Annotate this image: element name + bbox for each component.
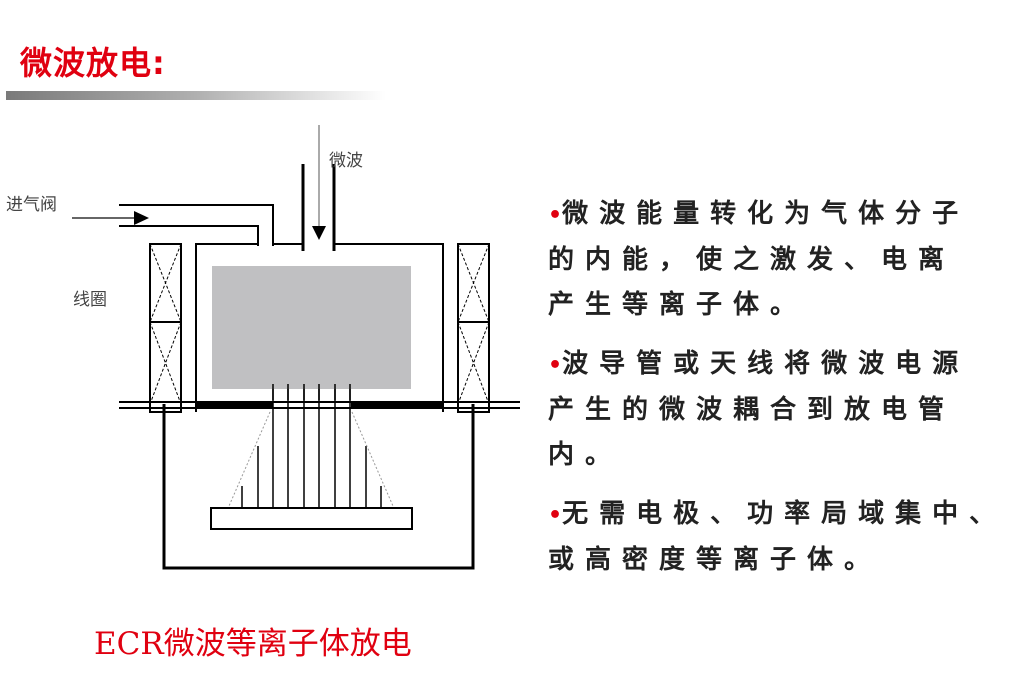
diagram-caption: ECR微波等离子体放电 (94, 626, 412, 662)
bullet-text: 产生等离子体。 (548, 290, 808, 320)
lower-chamber (162, 404, 475, 570)
label-coil: 线圈 (73, 290, 107, 310)
bullet-text: 产生的微波耦合到放电管 (548, 395, 956, 425)
coil-right (457, 243, 490, 413)
slide-title: 微波放电: (20, 44, 166, 82)
title-divider (6, 91, 386, 100)
plasma-boundary (228, 411, 394, 507)
coil-left (149, 243, 182, 413)
gas-arrowhead (134, 211, 149, 225)
bullet-item: •波导管或天线将微波电源 产生的微波耦合到放电管 内。 (548, 342, 1012, 478)
field-lines (241, 384, 382, 508)
bullet-dot: • (548, 353, 563, 378)
bullet-text: 或高密度等离子体。 (548, 545, 882, 575)
gas-inlet-upper (119, 204, 274, 246)
bullet-text: 的内能，使之激发、电离 (548, 245, 956, 275)
chamber-right-top (334, 243, 444, 412)
bullet-text: 无需电极、功率局域集中、 (562, 499, 1007, 529)
chamber-left-top (195, 243, 258, 412)
bullet-item: •无需电极、功率局域集中、 或高密度等离子体。 (548, 492, 1012, 583)
bullet-dot: • (548, 203, 563, 228)
bullet-text: 微波能量转化为气体分子 (562, 199, 970, 229)
label-microwave: 微波 (329, 151, 363, 171)
microwave-arrowhead (312, 226, 326, 240)
bullet-dot: • (548, 503, 563, 528)
substrate-plate (210, 507, 413, 530)
bullet-item: •微波能量转化为气体分子 的内能，使之激发、电离 产生等离子体。 (548, 192, 1012, 328)
bullet-list: •微波能量转化为气体分子 的内能，使之激发、电离 产生等离子体。 •波导管或天线… (548, 192, 1012, 597)
bullet-text: 波导管或天线将微波电源 (562, 349, 970, 379)
plasma-region (212, 266, 411, 389)
label-gas-inlet: 进气阀 (6, 195, 57, 215)
gas-inlet-lower (119, 225, 259, 246)
bullet-text: 内。 (548, 440, 623, 470)
